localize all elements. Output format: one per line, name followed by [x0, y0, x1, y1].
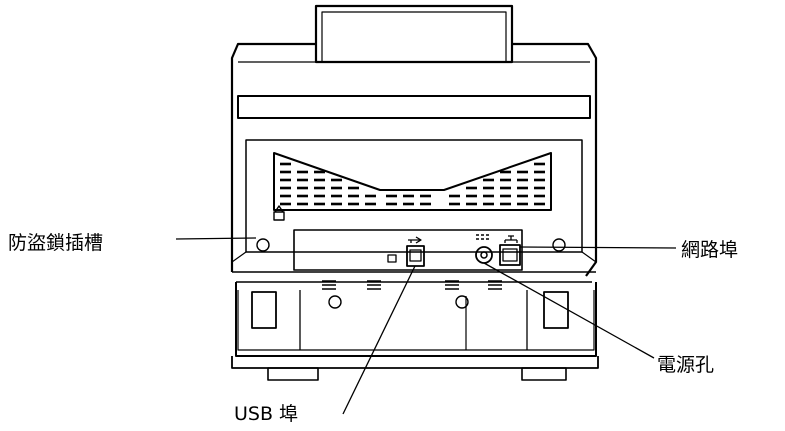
leader-security-slot	[175, 237, 257, 240]
paper-tray	[314, 4, 514, 64]
port-panel	[293, 229, 523, 271]
scanner-body	[230, 42, 598, 283]
lower-body	[231, 280, 599, 381]
network-port	[499, 235, 521, 266]
mount-hole-right	[552, 238, 566, 252]
security-slot	[256, 205, 285, 252]
label-usb-port: USB 埠	[234, 403, 298, 425]
usb-port	[406, 236, 425, 267]
network-icon	[504, 235, 518, 243]
indicator-led	[387, 254, 397, 263]
label-power-jack: 電源孔	[657, 354, 714, 376]
leader-network-port	[519, 246, 677, 249]
dc-power-icon	[476, 234, 490, 240]
power-jack	[475, 234, 493, 264]
lock-icon	[273, 205, 285, 221]
leader-lines	[175, 237, 677, 415]
leader-usb-port	[342, 265, 416, 415]
label-network-port: 網路埠	[681, 239, 738, 261]
usb-icon	[408, 236, 422, 244]
label-security-slot: 防盜鎖插槽	[8, 232, 103, 254]
leader-power-jack	[483, 262, 655, 359]
vent-grille	[273, 152, 552, 211]
